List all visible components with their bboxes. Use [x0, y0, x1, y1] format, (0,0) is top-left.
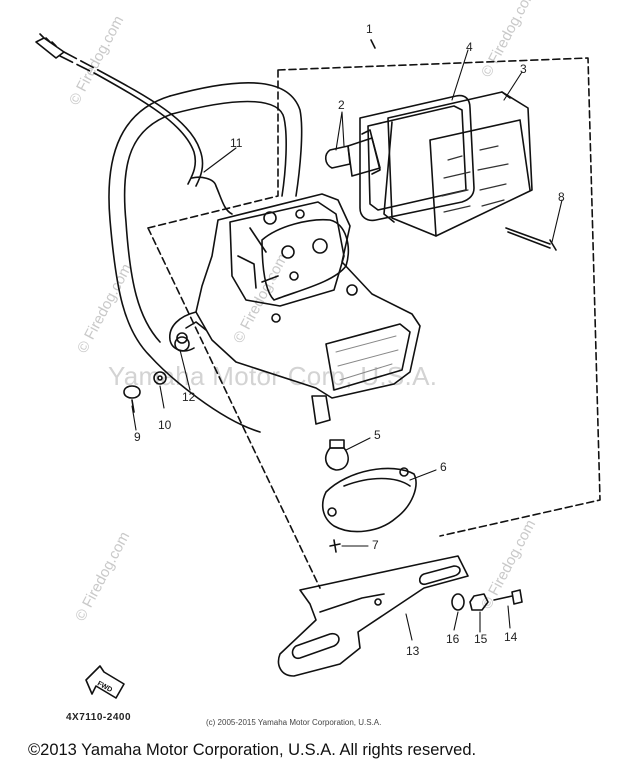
callout-3: 3 — [520, 62, 527, 76]
small-copyright: (c) 2005-2015 Yamaha Motor Corporation, … — [206, 718, 382, 727]
callout-9: 9 — [134, 430, 141, 444]
callout-10: 10 — [158, 418, 172, 432]
callout-15: 15 — [474, 632, 488, 646]
hardware — [123, 336, 523, 611]
license-bulb — [311, 395, 349, 471]
license-lamp-cover — [321, 467, 417, 533]
assembly-outline — [147, 57, 601, 589]
taillight-housing — [169, 193, 421, 399]
wire-harness — [35, 33, 233, 215]
callout-16: 16 — [446, 632, 460, 646]
callout-11: 11 — [230, 136, 243, 150]
long-screw — [505, 227, 557, 251]
callout-6: 6 — [440, 460, 447, 474]
callout-7: 7 — [372, 538, 379, 552]
callout-4: 4 — [466, 40, 473, 54]
front-arrow-icon — [85, 665, 125, 699]
bulb-socket — [324, 129, 381, 177]
callout-line-1 — [370, 39, 376, 49]
callout-8: 8 — [558, 190, 565, 204]
callout-12: 12 — [182, 390, 196, 404]
rear-lens — [383, 91, 533, 237]
footer-copyright: ©2013 Yamaha Motor Corporation, U.S.A. A… — [28, 741, 477, 759]
rear-frame-tube — [108, 82, 303, 433]
license-bracket — [277, 555, 469, 677]
callout-1: 1 — [366, 22, 373, 36]
callout-13: 13 — [406, 644, 420, 658]
callout-5: 5 — [374, 428, 381, 442]
drawing-code: 4X7110-2400 — [66, 712, 132, 723]
callout-2: 2 — [338, 98, 345, 112]
callout-14: 14 — [504, 630, 518, 644]
leader-lines — [131, 49, 563, 641]
